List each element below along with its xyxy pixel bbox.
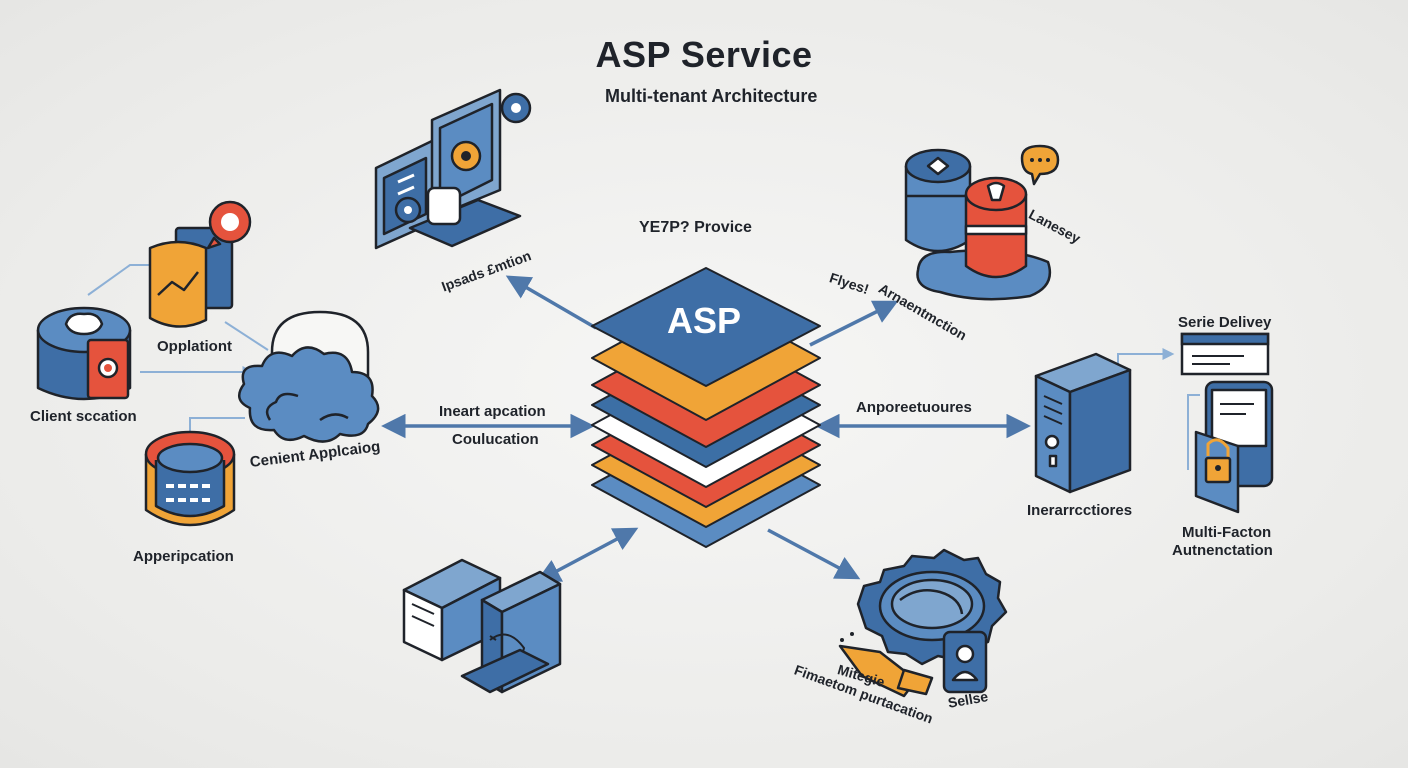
arrow-to-ipsads	[505, 275, 597, 330]
label-connector-left-bottom: Coulucation	[452, 431, 539, 448]
cloud-icon	[237, 310, 380, 443]
apperipcation-drum-icon	[144, 430, 236, 527]
stack-layer-top	[591, 267, 821, 387]
label-connector-right: Anporeetuoures	[856, 399, 972, 416]
ipsads-workstation-icon	[374, 88, 532, 250]
arrow-to-servers	[535, 527, 639, 583]
label-service-delivery: Serie Delivey	[1178, 314, 1272, 331]
server-cluster-icon	[402, 558, 562, 694]
language-database-icon	[904, 144, 1060, 301]
provider-label: YE7P? Provice	[639, 219, 752, 236]
label-connector-left-top: Ineart apcation	[439, 403, 546, 420]
service-delivery-window-icon	[1180, 332, 1270, 376]
asp-layer-stack	[591, 267, 821, 548]
label-inerarrcctiores: Inerarrcctiores	[1027, 502, 1133, 519]
label-apperipcation: Apperipcation	[133, 548, 234, 565]
label-opplation: Opplationt	[157, 338, 232, 355]
label-mfa-line2: Autnenctation	[1172, 542, 1273, 559]
server-tower-icon	[1034, 352, 1132, 494]
client-station-icon	[36, 306, 132, 401]
opplation-document-icon	[148, 200, 252, 328]
arrow-to-language-db	[809, 300, 899, 347]
hub-label: ASP	[667, 300, 741, 341]
page-title: ASP Service	[595, 34, 813, 75]
label-client-station: Client sccation	[30, 408, 137, 425]
label-mfa-line1: Multi-Facton	[1182, 524, 1272, 541]
arrow-to-gear	[767, 528, 861, 580]
mfa-padlock-icon	[1194, 380, 1274, 514]
gear-tools-icon	[838, 548, 1008, 698]
main-arrows	[381, 275, 1031, 583]
page-subtitle: Multi-tenant Architecture	[605, 86, 818, 106]
